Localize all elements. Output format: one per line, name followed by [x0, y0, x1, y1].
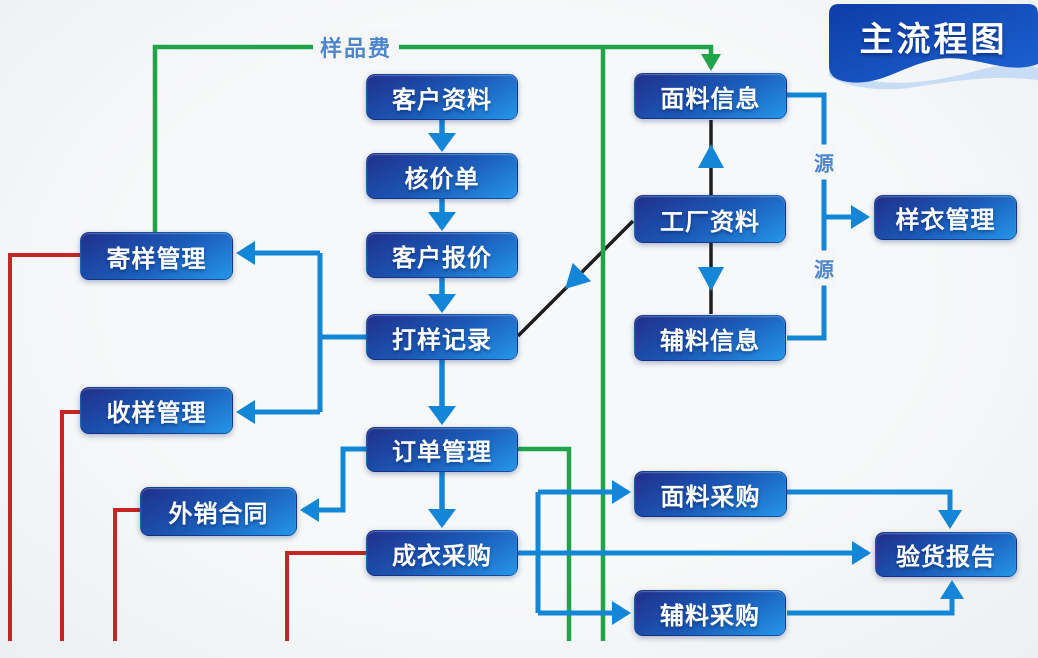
arrowhead-link-to-sample-send [236, 241, 255, 265]
source-label-bottom: 源 [812, 250, 836, 286]
node-factory-info: 工厂资料 [634, 195, 786, 243]
node-label-factory-info: 工厂资料 [660, 208, 760, 236]
node-fabric-info: 面料信息 [634, 73, 787, 119]
source-label-top: 源 [812, 144, 836, 180]
sample-fee-label: 样品费 [312, 30, 400, 64]
edge-order-output-green [517, 446, 572, 641]
arrowhead-accessory-purchase-to-inspection [940, 580, 964, 599]
node-label-garment-purchase: 成衣采购 [392, 542, 492, 570]
arrowhead-sample-record-to-order [428, 406, 456, 425]
node-sample-record: 打样记录 [366, 314, 518, 360]
node-fabric-purchase: 面料采购 [634, 471, 787, 517]
arrowhead-customer-info-to-price-check [428, 133, 456, 152]
banner-wave-shape [829, 4, 1038, 90]
node-label-price-check-sheet: 核价单 [404, 165, 480, 193]
node-accessory-purchase: 辅料采购 [634, 590, 786, 636]
edge-red-into-garment-purchase [285, 551, 366, 641]
arrowhead-garment-to-inspection [852, 541, 871, 565]
node-label-sample-receive: 收样管理 [106, 400, 207, 427]
node-label-customer-quote: 客户报价 [392, 244, 492, 272]
arrowhead-branch-to-accessory-purchase [612, 601, 631, 625]
node-customer-info: 客户资料 [366, 74, 518, 120]
node-label-accessory-info: 辅料信息 [660, 327, 760, 355]
node-customer-quote: 客户报价 [366, 232, 518, 278]
title-banner: 主流程图 [829, 4, 1038, 96]
node-label-fabric-purchase: 面料采购 [660, 483, 761, 511]
node-inspection-report: 验货报告 [875, 532, 1017, 577]
node-export-contract: 外销合同 [140, 487, 297, 536]
arrowhead-order-to-garment-purchase [428, 509, 456, 528]
page-title: 主流程图 [859, 21, 1008, 59]
node-label-accessory-purchase: 辅料采购 [660, 602, 760, 630]
arrowhead-price-check-to-customer-quote [428, 212, 456, 231]
node-price-check-sheet: 核价单 [366, 153, 518, 199]
node-label-customer-info: 客户资料 [392, 86, 492, 114]
node-sample-garment: 样衣管理 [874, 195, 1017, 240]
arrowhead-factory-to-sample-record [565, 262, 592, 289]
edge-order-to-export-contract [303, 446, 366, 513]
node-order-management: 订单管理 [366, 427, 518, 472]
node-label-fabric-info: 面料信息 [660, 85, 761, 113]
node-label-sample-record: 打样记录 [392, 326, 492, 354]
arrowhead-link-to-sample-receive [236, 400, 255, 424]
node-sample-send: 寄样管理 [80, 232, 233, 280]
arrowhead-sample-fee-line [701, 54, 721, 71]
edge-red-into-sample-receive [60, 410, 80, 641]
node-sample-receive: 收样管理 [80, 387, 233, 434]
node-label-sample-send: 寄样管理 [106, 245, 207, 273]
arrowhead-customer-quote-to-sample-record [428, 294, 456, 313]
arrowhead-factory-to-accessory-info [698, 267, 724, 291]
node-label-sample-garment: 样衣管理 [895, 207, 996, 234]
node-garment-purchase: 成衣采购 [366, 530, 518, 576]
arrowhead-factory-to-fabric-info [698, 144, 724, 168]
node-label-order-management: 订单管理 [392, 439, 492, 466]
edge-red-into-sample-send [8, 253, 80, 641]
node-accessory-info: 辅料信息 [634, 315, 786, 361]
edge-red-into-export-contract [113, 508, 140, 641]
node-label-export-contract: 外销合同 [168, 501, 269, 528]
arrowhead-source-to-sample-garment [851, 205, 870, 229]
arrowhead-order-to-export-contract [300, 498, 319, 522]
arrowhead-branch-to-fabric-purchase [612, 480, 631, 504]
node-label-inspection-report: 验货报告 [896, 544, 996, 571]
arrowhead-fabric-purchase-to-inspection [938, 510, 962, 529]
